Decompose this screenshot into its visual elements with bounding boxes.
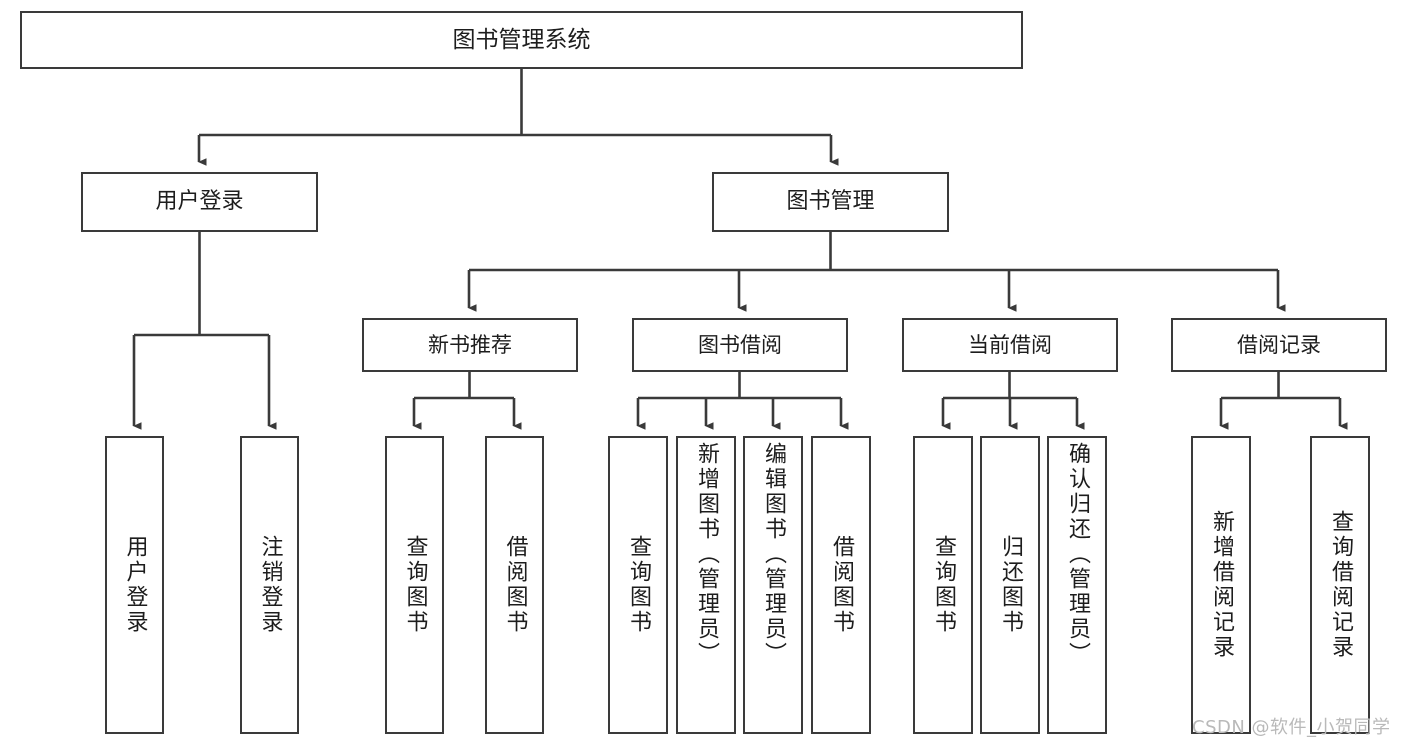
node-label: 图书管理系统 [452,26,591,53]
node-user-login[interactable]: 用户登录 [81,172,318,232]
node-label: 注销登录 [257,535,283,635]
leaf-query-book-recommend[interactable]: 查询图书 [385,436,444,734]
node-label: 查询图书 [626,535,651,635]
node-label: 图书管理 [786,189,875,214]
leaf-query-book-current[interactable]: 查询图书 [913,436,973,734]
node-label: 图书借阅 [698,332,782,357]
leaf-edit-book-admin[interactable]: 编辑图书（管理员） [743,436,803,734]
node-label: 用户登录 [155,189,244,214]
leaf-borrow-book[interactable]: 借阅图书 [811,436,871,734]
node-book-management[interactable]: 图书管理 [712,172,949,232]
node-label: 新增图书（管理员） [694,442,719,667]
node-root-system[interactable]: 图书管理系统 [20,11,1023,69]
leaf-query-book-borrow[interactable]: 查询图书 [608,436,668,734]
node-new-book-recommend[interactable]: 新书推荐 [362,318,578,372]
node-label: 查询借阅记录 [1328,510,1353,660]
leaf-user-login[interactable]: 用户登录 [105,436,164,734]
node-label: 借阅图书 [829,535,854,635]
node-label: 借阅图书 [502,535,528,635]
node-label: 新书推荐 [428,332,512,357]
node-label: 编辑图书（管理员） [761,442,786,667]
node-current-borrow[interactable]: 当前借阅 [902,318,1118,372]
leaf-add-borrow-record[interactable]: 新增借阅记录 [1191,436,1251,734]
leaf-query-borrow-record[interactable]: 查询借阅记录 [1310,436,1370,734]
node-label: 借阅记录 [1237,332,1321,357]
node-label: 用户登录 [122,535,148,635]
node-label: 新增借阅记录 [1209,510,1234,660]
node-label: 确认归还（管理员） [1065,442,1090,667]
watermark: CSDN @软件_小贺同学 [1192,717,1391,738]
node-label: 当前借阅 [968,332,1052,357]
node-borrow-record[interactable]: 借阅记录 [1171,318,1387,372]
leaf-logout-login[interactable]: 注销登录 [240,436,299,734]
leaf-confirm-return-admin[interactable]: 确认归还（管理员） [1047,436,1107,734]
node-label: 查询图书 [931,535,956,635]
node-label: 查询图书 [402,535,428,635]
leaf-add-book-admin[interactable]: 新增图书（管理员） [676,436,736,734]
leaf-borrow-book-recommend[interactable]: 借阅图书 [485,436,544,734]
node-label: 归还图书 [998,535,1023,635]
leaf-return-book[interactable]: 归还图书 [980,436,1040,734]
node-book-borrow[interactable]: 图书借阅 [632,318,848,372]
